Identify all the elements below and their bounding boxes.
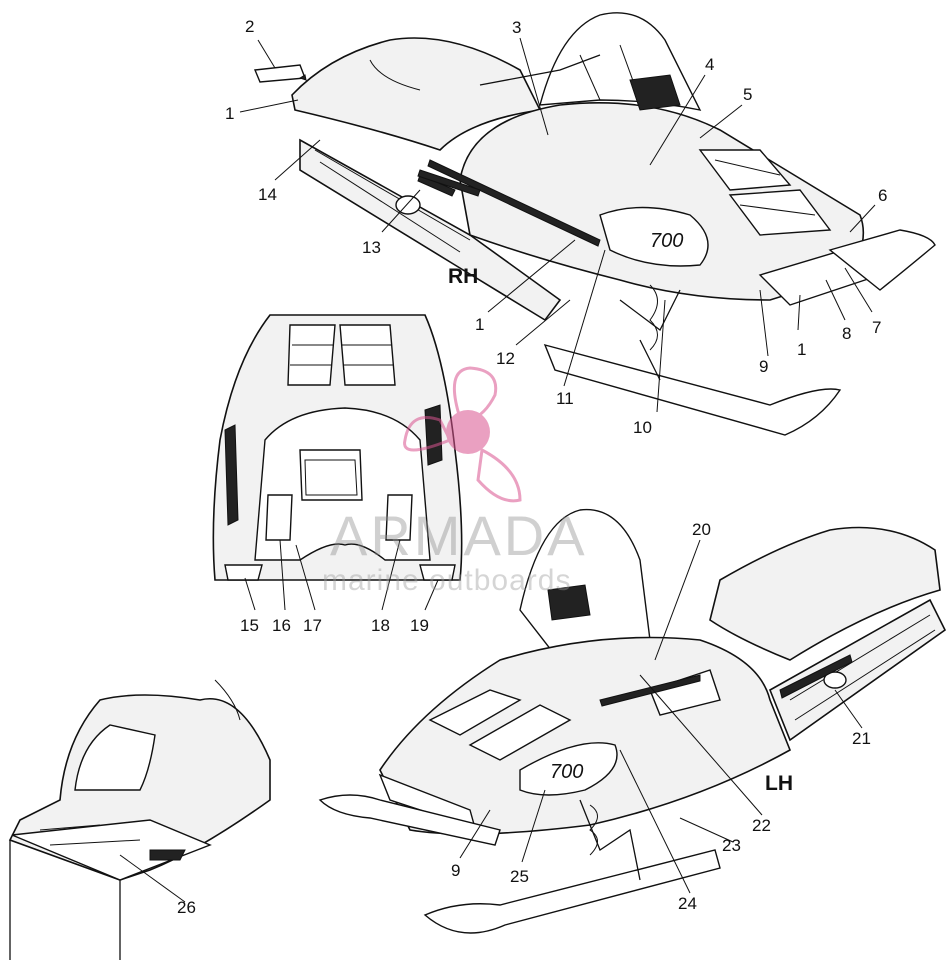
callout-1-front: 1 (797, 340, 806, 359)
callout-10: 10 (633, 418, 652, 437)
callout-23: 23 (722, 836, 741, 855)
lh-hood-vents (428, 669, 721, 761)
callout-11: 11 (556, 389, 574, 408)
propeller-logo (403, 366, 522, 503)
side-label-rh: RH (448, 265, 478, 288)
armada-watermark: ARMADA marine outboards (322, 366, 588, 597)
front-end-detail (8, 679, 271, 960)
callout-labels: 1 2 3 4 5 6 7 8 9 1 1 10 11 12 13 14 15 … (177, 17, 887, 917)
callout-12: 12 (496, 349, 515, 368)
callout-20: 20 (692, 520, 711, 539)
callout-4: 4 (705, 55, 714, 74)
callout-14: 14 (258, 185, 277, 204)
callout-24: 24 (678, 894, 697, 913)
rh-leader-lines (239, 37, 876, 413)
svg-text:700: 700 (650, 230, 683, 252)
callout-17: 17 (303, 616, 322, 635)
callout-22: 22 (752, 816, 771, 835)
callout-13: 13 (362, 238, 381, 257)
callout-26: 26 (177, 898, 196, 917)
watermark-tagline: marine outboards (322, 564, 571, 597)
front-end-leader-lines (119, 854, 186, 903)
hood-leader-lines (244, 539, 439, 611)
svg-text:700: 700 (550, 761, 583, 783)
callout-2: 2 (245, 17, 254, 36)
callout-9-lh: 9 (451, 861, 460, 880)
callout-16: 16 (272, 616, 291, 635)
callout-21: 21 (852, 729, 871, 748)
callout-8: 8 (842, 324, 851, 343)
callout-25: 25 (510, 867, 529, 886)
hood-top-view (212, 314, 463, 581)
callout-3: 3 (512, 18, 521, 37)
callout-19: 19 (410, 616, 429, 635)
callout-5: 5 (743, 85, 752, 104)
callout-1-side: 1 (475, 315, 484, 334)
callout-9-rh: 9 (759, 357, 768, 376)
callout-6: 6 (878, 186, 887, 205)
watermark-brand: ARMADA (330, 504, 588, 567)
rh-hood-vents (698, 149, 832, 236)
callout-18: 18 (371, 616, 390, 635)
lh-leader-lines (459, 539, 863, 894)
rh-snowmobile: 700 (253, 12, 936, 436)
lh-snowmobile: 700 (318, 508, 947, 934)
callout-15: 15 (240, 616, 259, 635)
callout-1-rear: 1 (225, 104, 234, 123)
callout-7: 7 (872, 318, 881, 337)
side-label-lh: LH (765, 772, 793, 795)
